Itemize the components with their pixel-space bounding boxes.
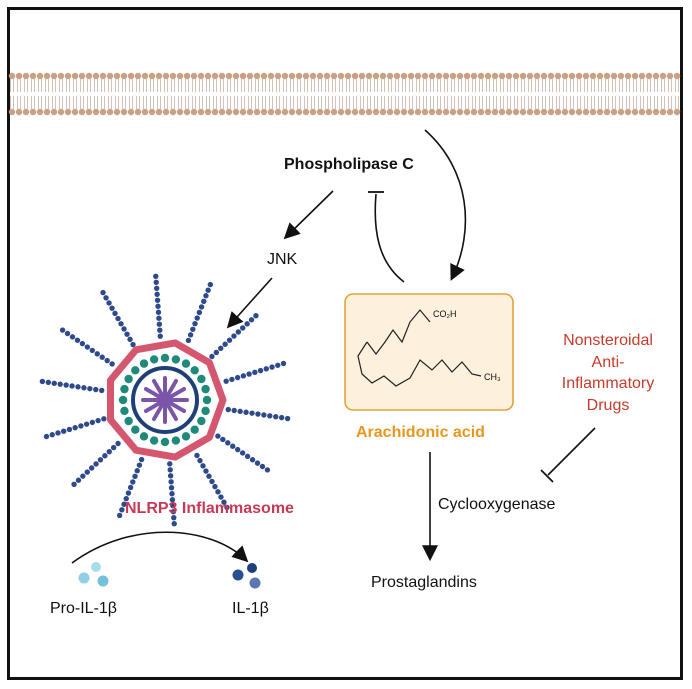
- cyclooxygenase-label: Cyclooxygenase: [438, 496, 556, 513]
- jnk-to-nlrp3-arrow: [226, 277, 273, 329]
- prostaglandins-label: Prostaglandins: [371, 574, 477, 591]
- arachidonic-acid-structure: [357, 309, 482, 387]
- arachidonic-acid-label: Arachidonic acid: [356, 424, 485, 441]
- nsaid-inhibits-cox: [547, 427, 596, 476]
- il1b-label: IL-1β: [232, 600, 269, 617]
- nlrp3-inflammasome-label: NLRP3 Inflammasome: [125, 500, 294, 517]
- nsaid-inhibits-cox-bar: [540, 469, 554, 483]
- figure-frame: [7, 7, 683, 680]
- plc-to-jnk-arrow: [283, 190, 334, 240]
- membrane-to-aa-arrow: [424, 129, 467, 281]
- cell-membrane: [8, 72, 681, 116]
- pro-il1b-to-il1b-arrow: [71, 531, 249, 564]
- aa-inhibits-plc: [374, 193, 405, 283]
- phospholipase-c-label: Phospholipase C: [284, 156, 414, 173]
- ch3-group: CH₃: [484, 372, 501, 382]
- nlrp3-inflammasome-graphic: [39, 273, 291, 527]
- nsaid-label: Nonsteroidal Anti-Inflammatory Drugs: [561, 332, 655, 414]
- jnk-label: JNK: [267, 251, 298, 268]
- il1b-beads: [232, 563, 261, 589]
- pro-il1b-label: Pro-IL-1β: [50, 600, 117, 617]
- arachidonic-acid-box: [344, 293, 514, 411]
- co2h-group: CO₂H: [433, 309, 457, 319]
- pro-il1b-beads: [78, 562, 109, 587]
